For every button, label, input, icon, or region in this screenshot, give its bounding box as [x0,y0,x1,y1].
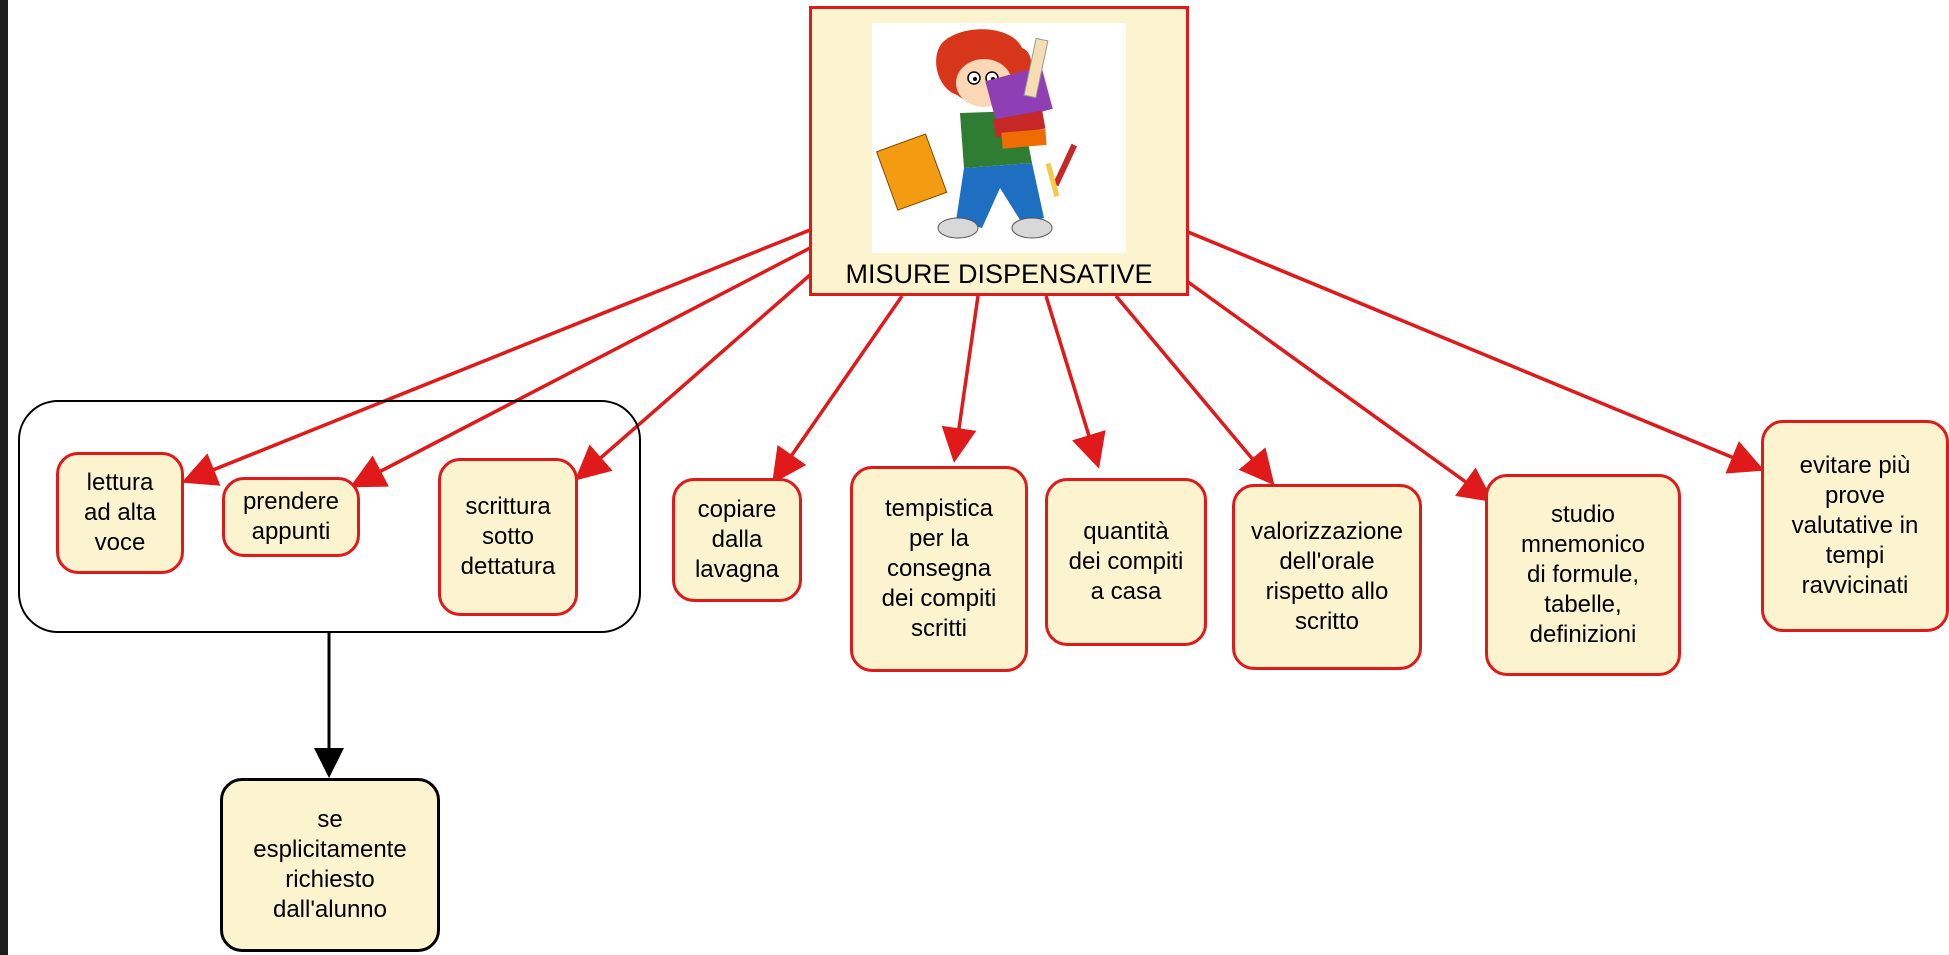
concept-scrittura-dettatura: scrittura sotto dettatura [438,458,578,616]
concept-lettura: lettura ad alta voce [56,452,184,574]
concept-studio-mnemonico: studio mnemonico di formule, tabelle, de… [1485,474,1681,676]
edge-to-appunti [349,246,811,488]
edge-to-lettura [181,228,811,486]
edge-to-quantita [1044,295,1106,469]
student-books-illustration [872,23,1126,253]
concept-copiare-lavagna: copiare dalla lavagna [672,478,802,602]
root-node-misure-dispensative: MISURE DISPENSATIVE [809,6,1189,296]
edge-to-copiare [772,295,904,484]
concept-prendere-appunti: prendere appunti [222,477,360,557]
condition-esplicitamente-richiesto: se esplicitamente richiesto dall'alunno [220,778,440,952]
edge-to-scrittura [574,266,820,481]
cartoon-student-icon [875,29,1078,239]
edge-to-valorizzazione [1114,294,1275,486]
edge-to-tempistica [941,295,980,463]
concept-quantita-compiti: quantità dei compiti a casa [1045,478,1207,646]
left-dark-strip [0,0,8,955]
edge-to-evitare [1187,230,1765,474]
concept-valorizzazione: valorizzazione dell'orale rispetto allo … [1232,484,1422,670]
concept-tempistica: tempistica per la consegna dei compiti s… [850,466,1028,672]
group-frame [18,400,641,633]
root-label: MISURE DISPENSATIVE [845,259,1153,289]
concept-evitare-prove: evitare più prove valutative in tempi ra… [1761,420,1949,632]
edge-to-studio [1186,280,1494,503]
